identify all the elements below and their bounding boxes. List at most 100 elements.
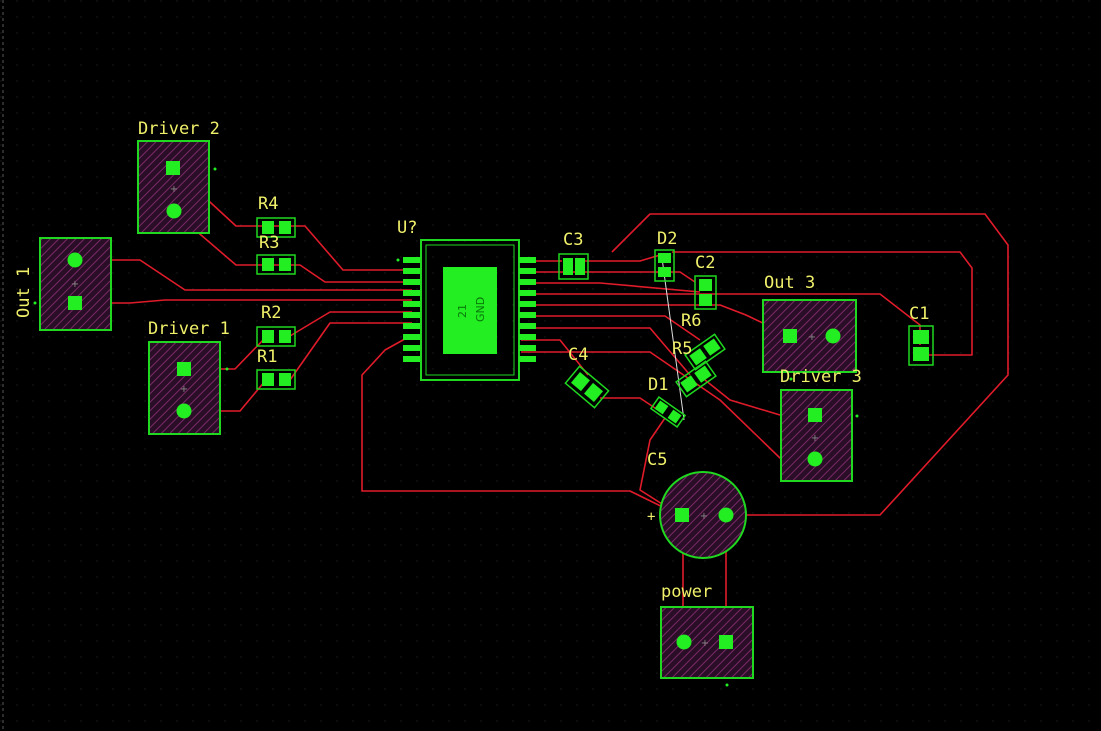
smd-pad[interactable] (654, 400, 669, 415)
pin1-dot (855, 414, 859, 418)
square-pad[interactable] (166, 161, 180, 175)
trace (585, 254, 661, 262)
round-pad[interactable] (166, 203, 182, 219)
r5-resistor[interactable] (675, 360, 717, 398)
r4-resistor[interactable]: R4 (256, 194, 296, 238)
smd-pad[interactable] (913, 330, 929, 344)
c5-electrolytic-capacitor[interactable]: + + C5 (647, 450, 747, 559)
d2-diode[interactable]: D2 (654, 229, 677, 282)
round-pad[interactable] (67, 252, 83, 268)
trace (289, 311, 412, 337)
power-connector[interactable]: + power (660, 582, 754, 687)
r2-resistor[interactable]: R2 (256, 303, 296, 347)
trace (639, 417, 682, 517)
smd-pad[interactable] (699, 279, 712, 291)
driver2-connector[interactable]: + Driver 2 (137, 119, 220, 234)
ratsnest-line (661, 257, 685, 421)
smd-pad[interactable] (680, 375, 698, 393)
smd-pad[interactable] (279, 221, 291, 234)
ic-pin (403, 268, 420, 274)
r1-resistor[interactable]: R1 (256, 347, 296, 390)
center-mark: + (808, 332, 816, 343)
r5-label: R5 (672, 339, 692, 359)
ic-pin (403, 290, 420, 296)
square-pad[interactable] (808, 408, 822, 422)
driver1-connector[interactable]: + Driver 1 (148, 319, 230, 435)
square-pad[interactable] (675, 508, 689, 522)
smd-pad[interactable] (694, 365, 712, 383)
driver1-label: Driver 1 (148, 319, 230, 339)
smd-pad[interactable] (279, 330, 291, 343)
smd-pad[interactable] (703, 338, 721, 356)
smd-pad[interactable] (699, 294, 712, 306)
out3-connector[interactable]: + Out 3 (762, 273, 857, 381)
ic-u[interactable]: 21 GND U? (396, 218, 537, 381)
thermal-pad[interactable] (443, 267, 497, 354)
smd-pad[interactable] (913, 347, 929, 361)
ic-pin (403, 301, 420, 307)
square-pad[interactable] (719, 635, 733, 649)
d2-label: D2 (657, 229, 677, 249)
r3-label: R3 (259, 233, 279, 253)
driver2-label: Driver 2 (138, 119, 220, 139)
smd-pad[interactable] (262, 221, 274, 234)
smd-pad[interactable] (689, 348, 707, 366)
c1-capacitor[interactable]: C1 (908, 304, 934, 366)
square-pad[interactable] (177, 362, 191, 376)
smd-pad[interactable] (571, 371, 590, 392)
round-pad[interactable] (176, 403, 192, 419)
smd-pad[interactable] (658, 253, 671, 263)
round-pad[interactable] (807, 451, 823, 467)
ic-pin (519, 312, 536, 318)
trace (521, 327, 691, 376)
ic-pin (403, 323, 420, 329)
ic-left-pins (403, 257, 420, 362)
round-pad[interactable] (718, 507, 734, 523)
center-mark: + (71, 279, 79, 290)
smd-pad[interactable] (584, 382, 603, 403)
driver3-connector[interactable]: + Driver 3 (780, 367, 862, 482)
footprint-outline (675, 360, 717, 398)
ic-pin (519, 279, 536, 285)
smd-pad[interactable] (279, 373, 291, 386)
d1-diode[interactable] (649, 396, 687, 428)
smd-pad[interactable] (262, 373, 274, 386)
c4-label: C4 (568, 345, 588, 365)
trace (521, 315, 701, 341)
r4-label: R4 (258, 194, 278, 214)
c5-label: C5 (647, 450, 667, 470)
smd-pad[interactable] (563, 258, 573, 275)
center-mark: + (180, 384, 188, 395)
c3-capacitor[interactable]: C3 (558, 230, 589, 280)
c4-capacitor[interactable] (564, 365, 610, 409)
r6-resistor[interactable] (684, 333, 726, 371)
footprint-outline (256, 326, 296, 347)
smd-pad[interactable] (262, 258, 274, 271)
footprint-outline (256, 369, 296, 390)
smd-pad[interactable] (279, 258, 291, 271)
center-mark: + (170, 184, 178, 195)
connector-body (148, 341, 221, 435)
center-mark: + (811, 433, 819, 444)
c1-label: C1 (909, 304, 929, 324)
smd-pad[interactable] (575, 258, 585, 275)
center-mark: + (700, 511, 708, 522)
pin1-dot (725, 683, 729, 687)
ic-pin (519, 323, 536, 329)
thermal-pad-net: GND (474, 297, 487, 322)
round-pad[interactable] (825, 328, 841, 344)
smd-pad[interactable] (667, 409, 682, 424)
ic-pin (519, 257, 536, 263)
smd-pad[interactable] (262, 330, 274, 343)
out3-label: Out 3 (764, 273, 815, 293)
square-pad[interactable] (68, 296, 82, 310)
r3-resistor[interactable]: R3 (256, 233, 296, 275)
square-pad[interactable] (783, 329, 797, 343)
c2-capacitor[interactable]: C2 (694, 253, 717, 310)
out1-connector[interactable]: + Out 1 (14, 237, 112, 331)
round-pad[interactable] (676, 634, 692, 650)
r2-label: R2 (261, 303, 281, 323)
ic-pin (519, 334, 536, 340)
smd-pad[interactable] (658, 267, 671, 277)
